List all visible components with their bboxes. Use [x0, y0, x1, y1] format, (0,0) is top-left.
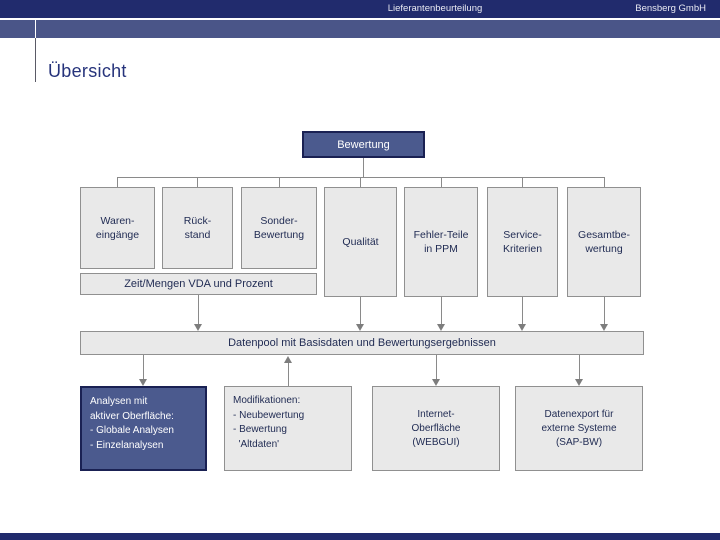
connector-drop-3 — [279, 177, 280, 188]
node-wareneingaenge: Waren- eingänge — [80, 187, 155, 269]
node-basis-zeit-mengen: Zeit/Mengen VDA und Prozent — [80, 273, 317, 295]
arrow-down-datenexport — [575, 379, 583, 386]
arrow-down-webgui — [432, 379, 440, 386]
connector-drop-2 — [197, 177, 198, 188]
connector-datapool-webgui — [436, 355, 437, 379]
node-qualitaet: Qualität — [324, 187, 397, 297]
connector-drop-7 — [604, 177, 605, 188]
node-rueckstand: Rück- stand — [162, 187, 233, 269]
node-datenpool: Datenpool mit Basisdaten und Bewertungse… — [80, 331, 644, 355]
node-bewertung: Bewertung — [302, 131, 425, 158]
title-tick-line-lower — [35, 38, 36, 82]
connector-modifikationen-datapool — [288, 363, 289, 386]
arrow-down-qualitaet — [356, 324, 364, 331]
connector-datapool-datenexport — [579, 355, 580, 379]
connector-datapool-analysen — [143, 355, 144, 379]
arrow-up-modifikationen — [284, 356, 292, 363]
title-tick-line-upper — [35, 20, 36, 38]
node-servicekriterien: Service- Kriterien — [487, 187, 558, 297]
node-modifikationen: Modifikationen: - Neubewertung - Bewertu… — [224, 386, 352, 471]
arrow-down-gesamt — [600, 324, 608, 331]
connector-fehlerteile-datapool — [441, 297, 442, 324]
connector-service-datapool — [522, 297, 523, 324]
connector-drop-6 — [522, 177, 523, 188]
node-analysen: Analysen mit aktiver Oberfläche: - Globa… — [80, 386, 207, 471]
arrow-down-fehlerteile — [437, 324, 445, 331]
connector-root-drop — [363, 158, 364, 177]
arrow-down-basis — [194, 324, 202, 331]
arrow-down-analysen — [139, 379, 147, 386]
header-bar: Lieferantenbeurteilung Bensberg GmbH — [0, 0, 720, 18]
accent-bar — [0, 20, 720, 38]
node-datenexport: Datenexport für externe Systeme (SAP-BW) — [515, 386, 643, 471]
connector-qualitaet-datapool — [360, 297, 361, 324]
node-internet-oberflaeche: Internet- Oberfläche (WEBGUI) — [372, 386, 500, 471]
connector-gesamt-datapool — [604, 297, 605, 324]
node-sonderbewertung: Sonder- Bewertung — [241, 187, 317, 269]
connector-basis-datapool — [198, 295, 199, 324]
arrow-down-service — [518, 324, 526, 331]
footer-bar — [0, 533, 720, 540]
connector-drop-5 — [441, 177, 442, 188]
document-title: Lieferantenbeurteilung — [387, 3, 483, 14]
connector-drop-4 — [360, 177, 361, 188]
node-fehlerteile-ppm: Fehler-Teile in PPM — [404, 187, 478, 297]
page-title: Übersicht — [48, 61, 127, 81]
node-gesamtbewertung: Gesamtbe- wertung — [567, 187, 641, 297]
company-name: Bensberg GmbH — [635, 3, 706, 14]
connector-drop-1 — [117, 177, 118, 188]
